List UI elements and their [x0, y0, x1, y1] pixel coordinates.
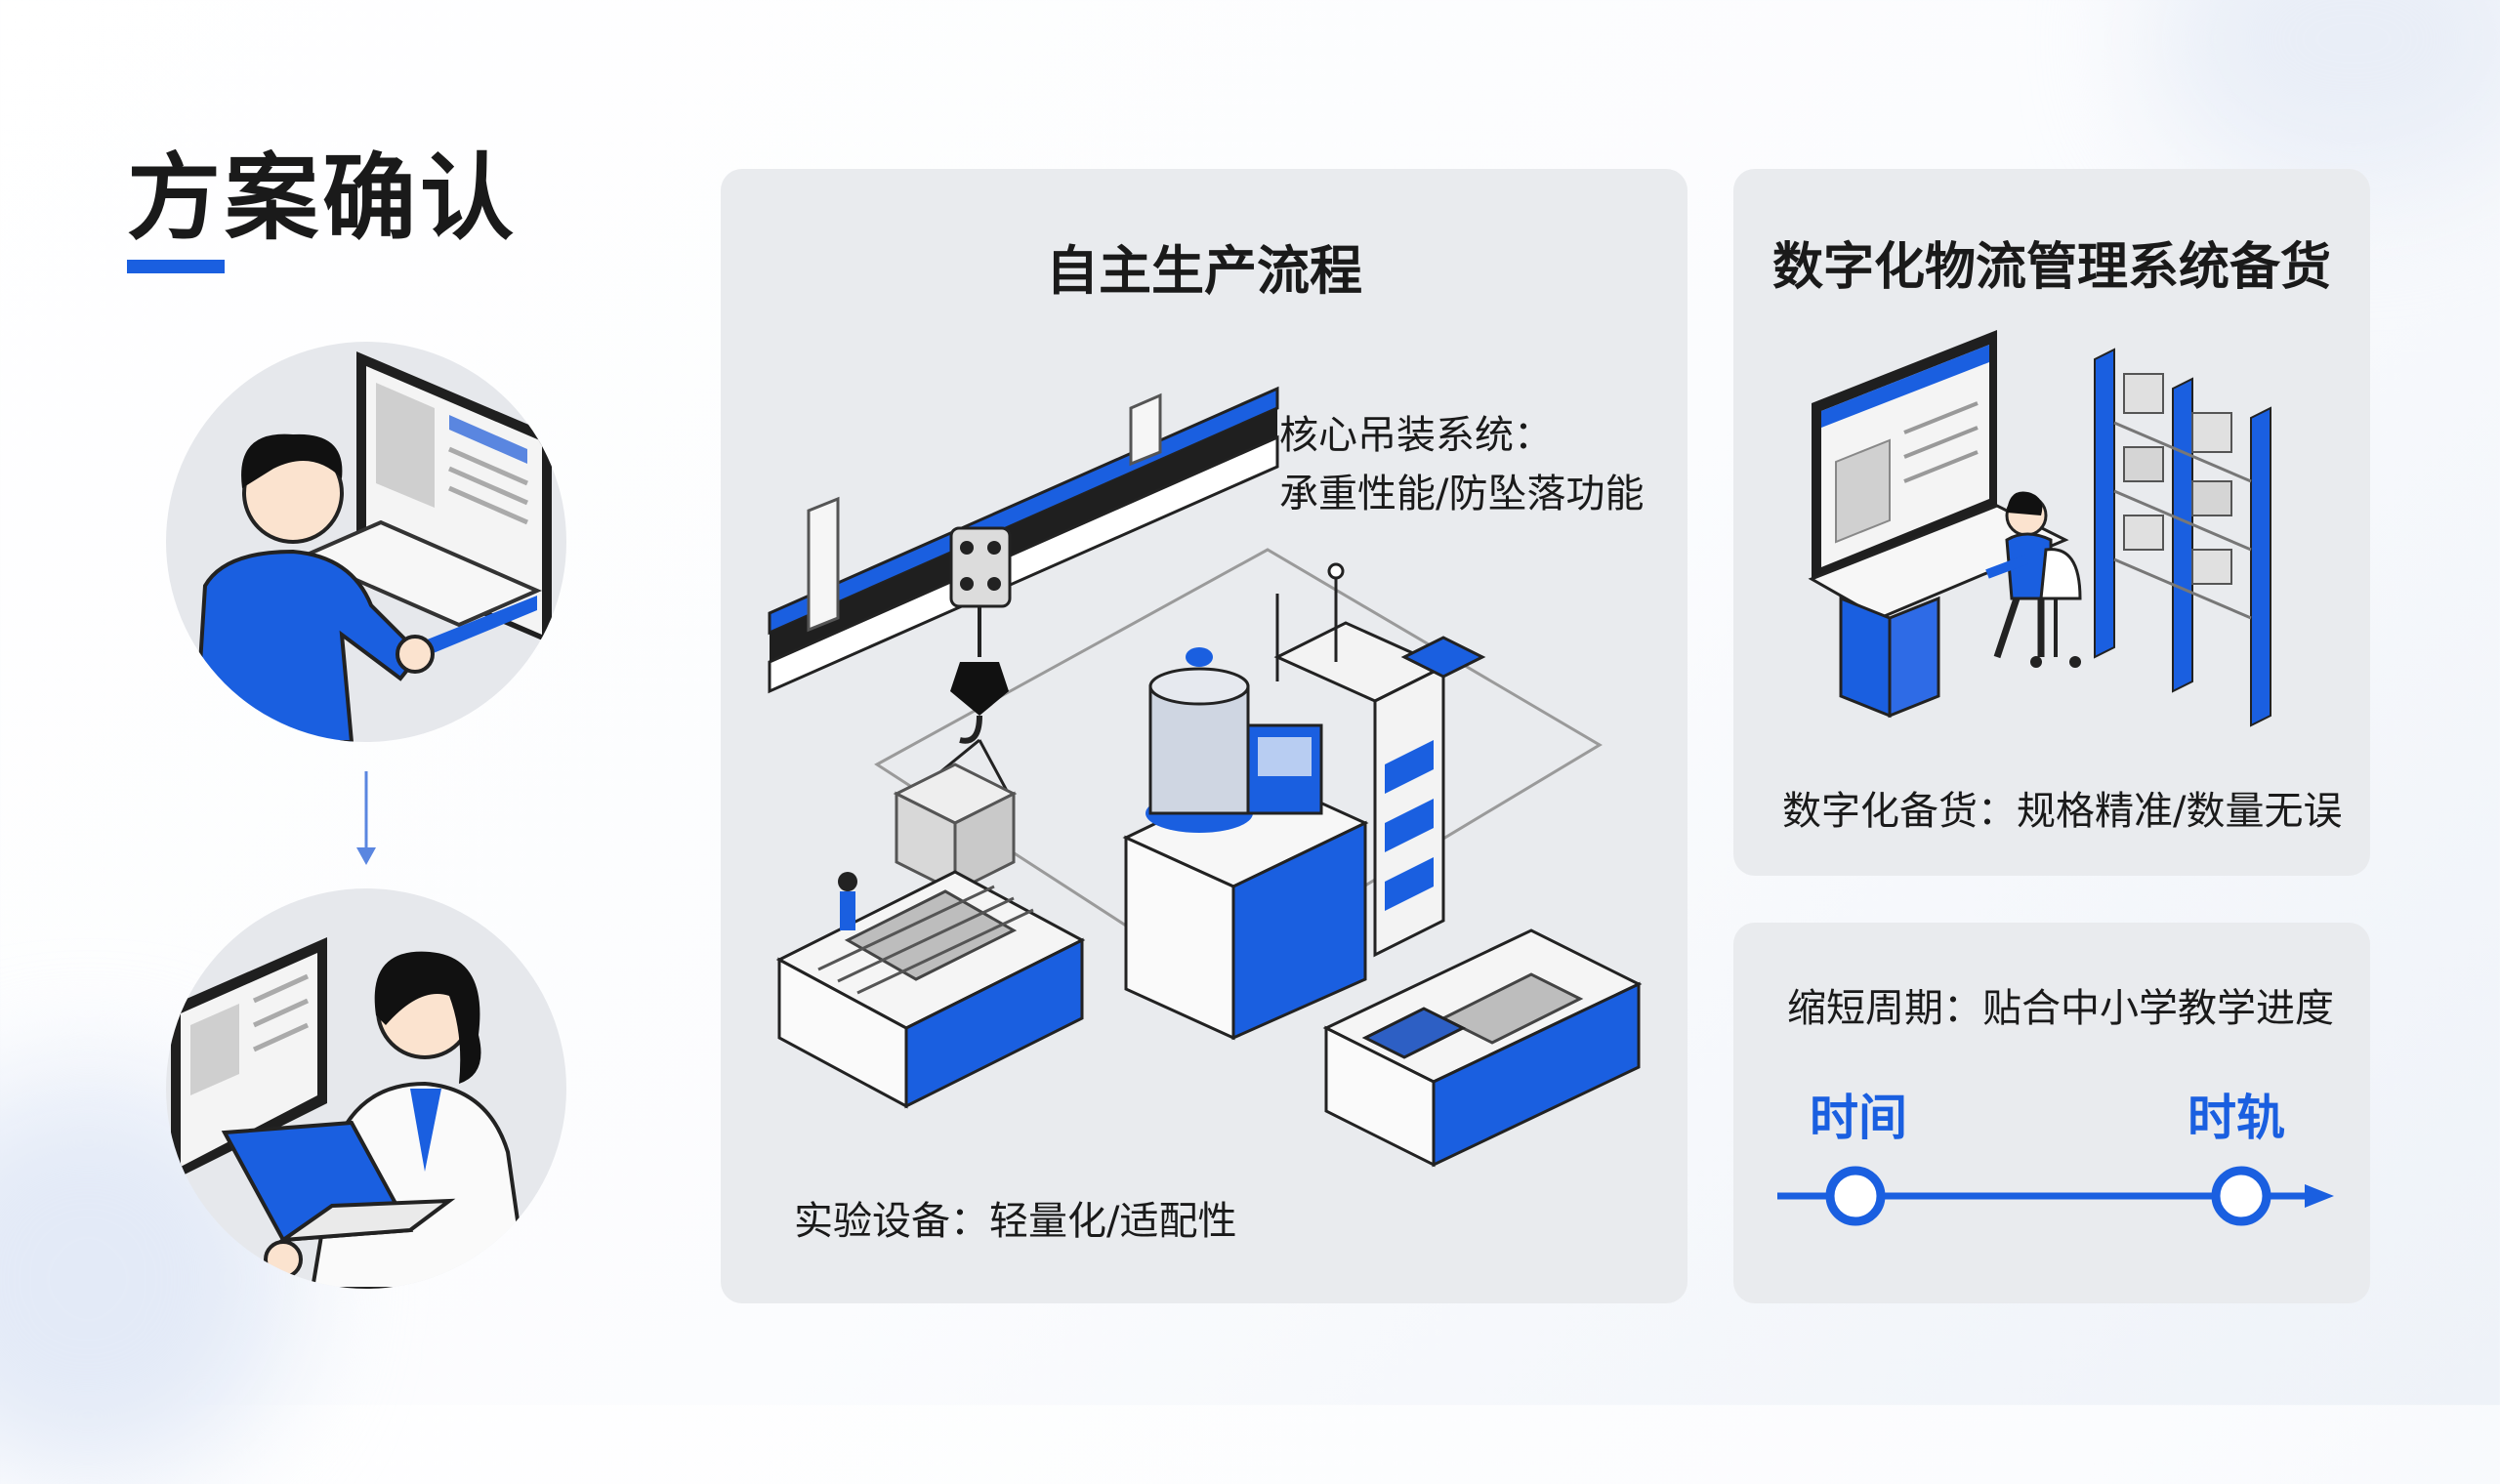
logistics-title: 数字化物流管理系统备货	[1771, 238, 2331, 297]
title-underline	[127, 260, 225, 273]
page-title: 方案确认	[127, 144, 518, 253]
engineer-avatar	[166, 342, 566, 742]
hoist-label-1: 核心吊装系统：	[1279, 413, 1553, 458]
stock-label: 数字化备货：规格精准/数量无误	[1782, 789, 2343, 834]
timeline-caption: 缩短周期：贴合中小学教学进度	[1787, 986, 2334, 1031]
logistics-panel: 数字化物流管理系统备货 数字化备货：规格精准/数量无误	[1733, 169, 2370, 876]
timeline-track	[1777, 1166, 2334, 1226]
timeline-start-label: 时间	[1810, 1090, 1907, 1146]
timeline-end-node	[2211, 1166, 2271, 1226]
timeline-panel: 缩短周期：贴合中小学教学进度 时间 时轨	[1733, 923, 2370, 1303]
warehouse-illustration	[1808, 330, 2271, 727]
production-title: 自主生产流程	[1046, 240, 1362, 302]
timeline-start-node	[1825, 1166, 1886, 1226]
equipment-label: 实验设备：轻量化/适配性	[794, 1199, 1237, 1244]
background-glow	[2148, 0, 2500, 195]
factory-illustration	[768, 386, 1643, 1168]
timeline-end-label: 时轨	[2188, 1090, 2285, 1146]
teacher-avatar	[166, 888, 566, 1289]
production-panel: 自主生产流程 核心吊装系统： 承重性能/防坠落功能 实验设备：轻量化/适配性	[721, 169, 1688, 1303]
flow-down-arrow-icon	[356, 771, 376, 865]
hoist-label-2: 承重性能/防坠落功能	[1279, 472, 1645, 516]
